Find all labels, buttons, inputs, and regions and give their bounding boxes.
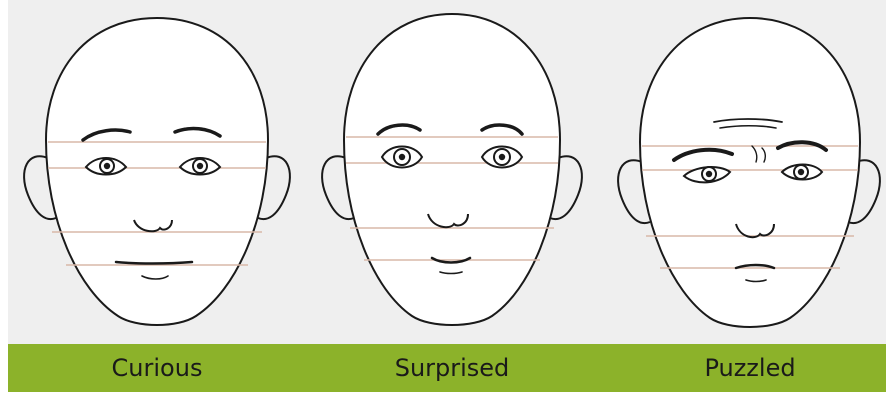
pupil-left: [104, 163, 110, 169]
pupil-right: [798, 169, 804, 175]
pupil-left: [706, 171, 712, 177]
pupil-right: [197, 163, 203, 169]
faces-illustration: [8, 0, 886, 344]
faces-panel: [8, 0, 886, 344]
pupil-left: [399, 154, 405, 160]
caption-curious: Curious: [37, 344, 277, 392]
caption-puzzled: Puzzled: [630, 344, 870, 392]
caption-bar: Curious Surprised Puzzled: [8, 344, 886, 392]
caption-surprised: Surprised: [332, 344, 572, 392]
pupil-right: [499, 154, 505, 160]
